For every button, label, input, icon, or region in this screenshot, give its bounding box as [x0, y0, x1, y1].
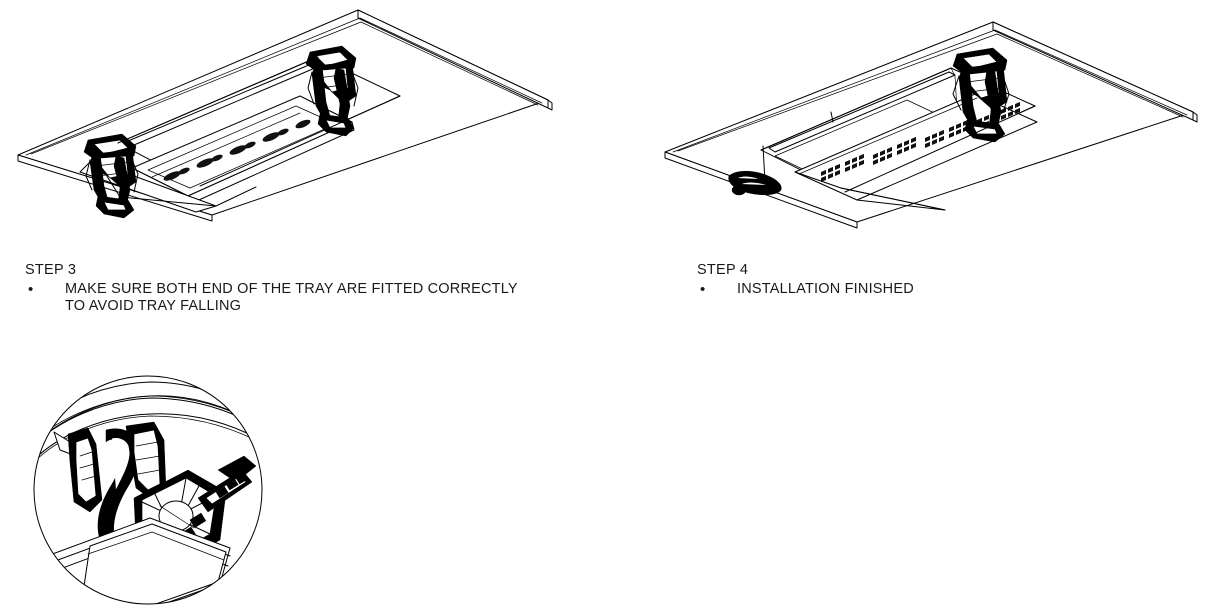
step4-instruction-text: INSTALLATION FINISHED: [737, 280, 914, 297]
step4-title: STEP 4: [697, 262, 749, 278]
spring-bracket-right: [952, 47, 1010, 143]
bullet-icon: •: [700, 280, 706, 298]
step3-caption: STEP 3 • MAKE SURE BOTH END OF THE TRAY …: [25, 262, 625, 316]
spring-bracket-left-collapsed: [728, 171, 782, 196]
step4-caption: STEP 4 • INSTALLATION FINISHED: [697, 262, 1127, 299]
detail-circle-boundary: [33, 375, 263, 605]
step3-bullet-row: • MAKE SURE BOTH END OF THE TRAY ARE FIT…: [25, 281, 625, 316]
step3-instruction-text: MAKE SURE BOTH END OF THE TRAY ARE FITTE…: [65, 280, 518, 315]
step4-figure: [645, 10, 1225, 245]
step3-title: STEP 3: [25, 262, 77, 278]
step3-figure: [0, 0, 580, 245]
bullet-icon: •: [28, 280, 34, 298]
spring-bracket-right: [305, 45, 359, 137]
spring-bracket-left: [83, 133, 139, 219]
step4-bullet-row: • INSTALLATION FINISHED: [697, 281, 1127, 300]
detail-view-figure: [30, 370, 310, 607]
